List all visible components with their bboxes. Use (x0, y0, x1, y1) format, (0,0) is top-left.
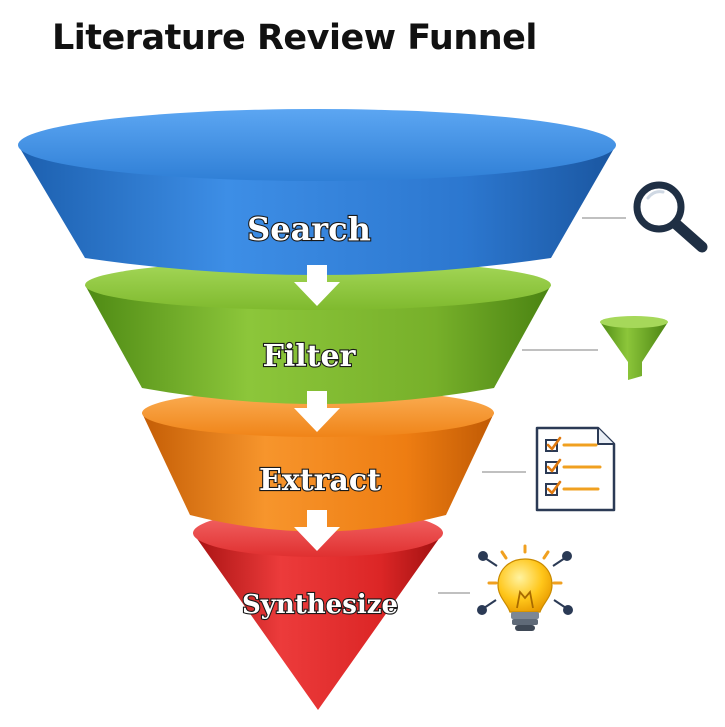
stage-label-search: Search (247, 210, 371, 248)
stage-synthesize-body (193, 533, 443, 710)
checklist-document-icon (535, 426, 616, 512)
arrow-down-icon (294, 265, 340, 306)
magnifier-icon (633, 181, 708, 253)
arrow-down-icon (294, 391, 340, 432)
stage-search-top (18, 109, 616, 181)
connector-lines (438, 217, 626, 594)
funnel-icon (600, 316, 668, 380)
stage-label-filter: Filter (263, 339, 357, 374)
arrow-down-icon (294, 510, 340, 551)
stage-label-synthesize: Synthesize (242, 590, 398, 620)
lightbulb-idea-icon (477, 544, 573, 631)
stage-extract (142, 389, 494, 532)
diagram-title: Literature Review Funnel (52, 18, 537, 58)
stage-extract-body (142, 413, 494, 532)
flow-arrows (294, 265, 340, 551)
stage-search-body (18, 145, 616, 275)
stage-filter (85, 260, 551, 404)
stage-search (18, 109, 616, 275)
stage-label-extract: Extract (259, 463, 381, 498)
stage-filter-body (85, 285, 551, 404)
